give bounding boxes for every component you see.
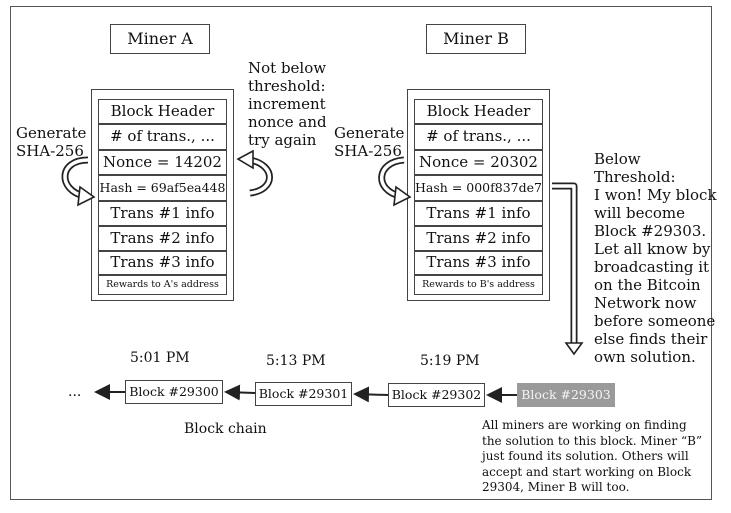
chain-arrow-29302-to-29301	[353, 386, 389, 403]
chain-ellipsis: ...	[68, 384, 82, 400]
blockchain-caption: Block chain	[184, 421, 267, 437]
chain-block-29300: Block #29300	[125, 380, 223, 404]
miner-b-title: Miner B	[426, 24, 526, 54]
miner-b-row-trans3: Trans #3 info	[414, 251, 543, 275]
miner-a-title: Miner A	[110, 24, 210, 54]
miner-a-row-header: Block Header	[98, 99, 227, 124]
miner-b-row-nonce: Nonce = 20302	[414, 150, 543, 175]
miner-a-left-cycle-arrow	[61, 156, 96, 207]
miner-a-row-nonce: Nonce = 14202	[98, 150, 227, 175]
chain-block-29302: Block #29302	[388, 383, 485, 407]
miner-a-row-trans2: Trans #2 info	[98, 226, 227, 251]
miner-a-right-cycle-arrow	[236, 149, 273, 197]
block-29301-time: 5:13 PM	[266, 353, 326, 369]
miner-a-row-trans3: Trans #3 info	[98, 251, 227, 275]
block-29302-time: 5:19 PM	[420, 353, 480, 369]
miner-b-row-trans-count: # of trans., ...	[414, 124, 543, 150]
miner-a-block: Block Header # of trans., ... Nonce = 14…	[91, 89, 234, 301]
miner-b-row-trans2: Trans #2 info	[414, 226, 543, 251]
miner-a-row-hash: Hash = 69af5ea448	[98, 175, 227, 201]
miner-b-row-trans1: Trans #1 info	[414, 201, 543, 226]
miner-b-block: Block Header # of trans., ... Nonce = 20…	[407, 89, 550, 301]
diagram-frame	[10, 6, 712, 500]
chain-block-29303: Block #29303	[517, 383, 615, 407]
block-29300-time: 5:01 PM	[130, 350, 190, 366]
miner-b-row-hash: Hash = 000f837de7	[414, 175, 543, 201]
chain-block-29301: Block #29301	[255, 382, 352, 406]
miner-b-row-header: Block Header	[414, 99, 543, 124]
miner-a-row-trans1: Trans #1 info	[98, 201, 227, 226]
chain-arrow-29301-to-29300	[224, 384, 256, 401]
miner-a-row-rewards: Rewards to A's address	[98, 275, 227, 295]
miner-b-row-rewards: Rewards to B's address	[414, 275, 543, 295]
miner-a-row-trans-count: # of trans., ...	[98, 124, 227, 150]
miner-b-broadcast-arrow	[552, 182, 584, 356]
miner-b-left-cycle-arrow	[378, 156, 412, 207]
